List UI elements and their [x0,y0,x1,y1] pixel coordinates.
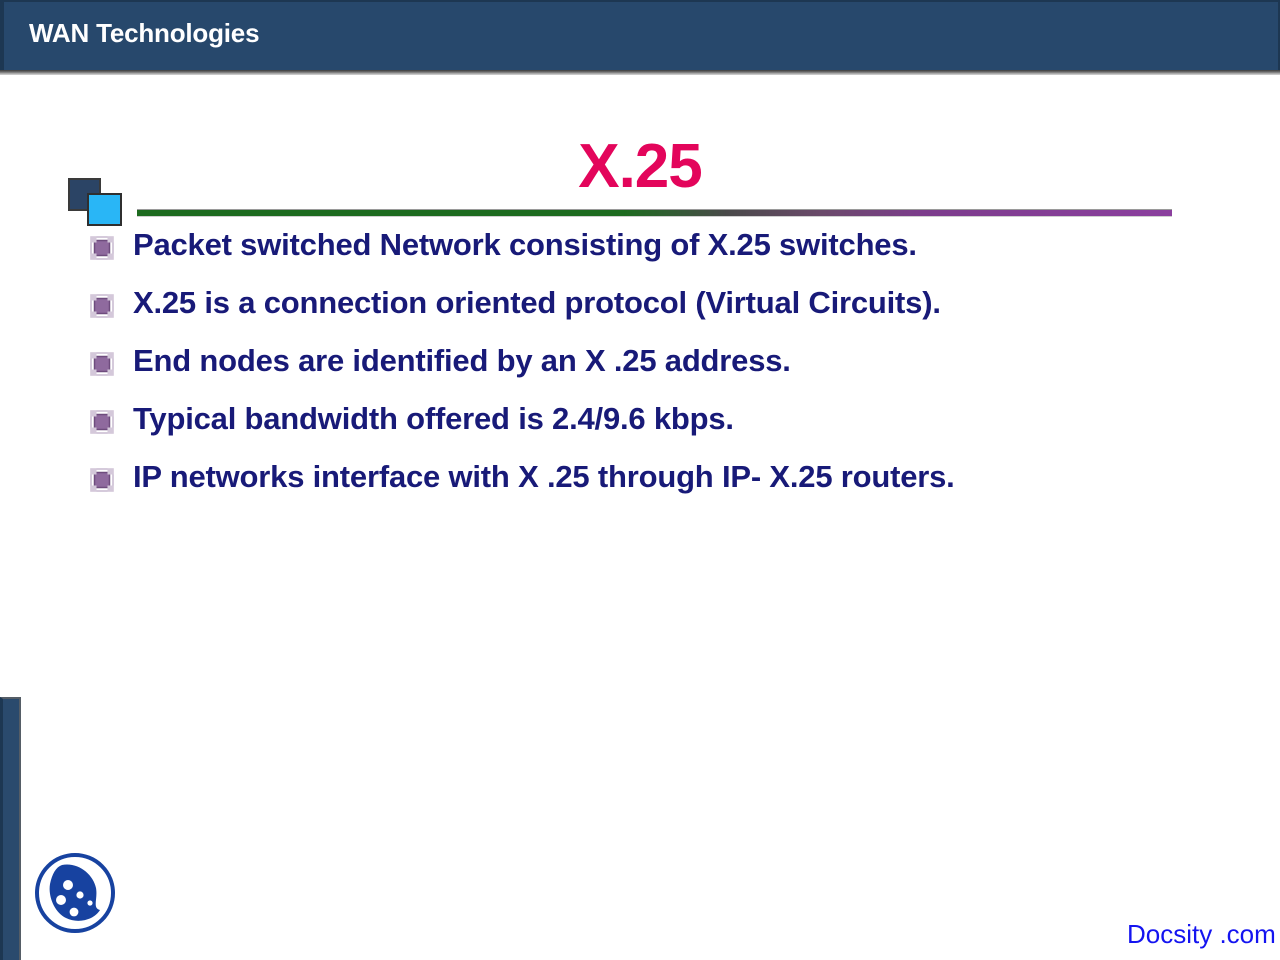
purple-square-bullet-icon [90,294,114,318]
list-item: Typical bandwidth offered is 2.4/9.6 kbp… [88,401,1204,437]
list-item: End nodes are identified by an X .25 add… [88,343,1204,379]
purple-square-bullet-icon [90,352,114,376]
slide-title: X.25 [578,132,703,201]
header-underline-divider [0,70,1280,75]
left-accent-bar [0,697,21,960]
decorative-square-cyan-icon [87,193,122,226]
list-item-label: IP networks interface with X .25 through… [133,458,955,494]
title-divider-rule [137,209,1172,217]
list-item: IP networks interface with X .25 through… [88,459,1204,495]
purple-square-bullet-icon [90,236,114,260]
docsity-watermark-text: Docsity .com [1127,919,1276,949]
bullet-list: Packet switched Network consisting of X.… [88,227,1204,517]
list-item-label: X.25 is a connection oriented protocol (… [133,284,941,320]
slide-header-bar: WAN Technologies [0,0,1280,70]
purple-square-bullet-icon [90,468,114,492]
list-item: X.25 is a connection oriented protocol (… [88,285,1204,321]
list-item: Packet switched Network consisting of X.… [88,227,1204,263]
list-item-label: Typical bandwidth offered is 2.4/9.6 kbp… [133,400,734,436]
list-item-label: Packet switched Network consisting of X.… [133,227,917,262]
docsity-cookie-logo [30,848,120,938]
list-item-label: End nodes are identified by an X .25 add… [133,342,791,378]
slide-header-title: WAN Technologies [29,18,260,48]
purple-square-bullet-icon [90,410,114,434]
